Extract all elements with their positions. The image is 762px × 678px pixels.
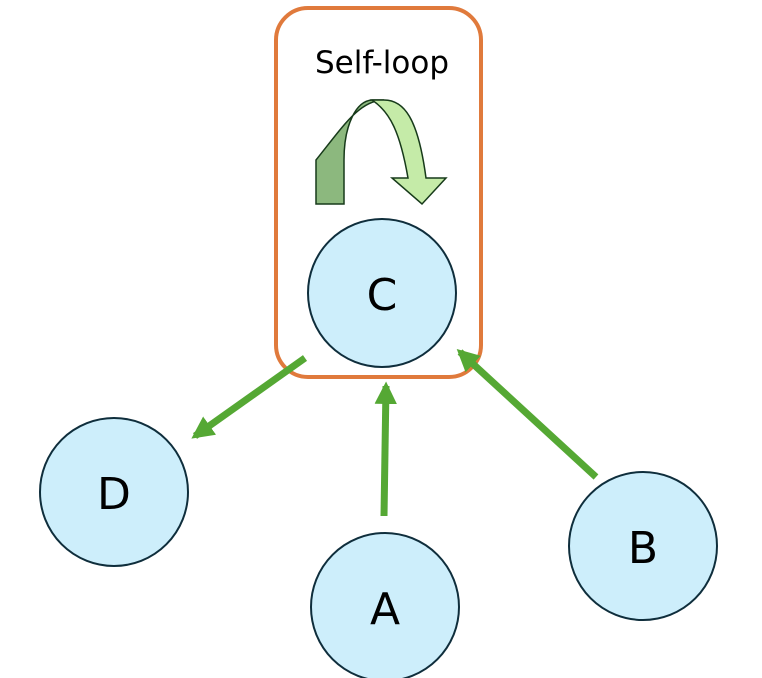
- node-d: D: [39, 417, 189, 567]
- edge-b-to-c: [456, 348, 599, 480]
- node-b-label: B: [628, 523, 658, 574]
- edge-c-to-d: [191, 355, 308, 439]
- node-a-label: A: [370, 584, 400, 635]
- node-c-label: C: [367, 270, 398, 321]
- edge-a-to-c: [374, 381, 397, 517]
- self-loop-arrow-icon: [315, 99, 448, 206]
- node-d-label: D: [97, 469, 131, 520]
- node-c: C: [307, 218, 457, 368]
- self-loop-highlight-box: [274, 6, 483, 379]
- self-loop-label: Self-loop: [315, 45, 449, 81]
- node-a: A: [310, 532, 460, 678]
- node-b: B: [568, 471, 718, 621]
